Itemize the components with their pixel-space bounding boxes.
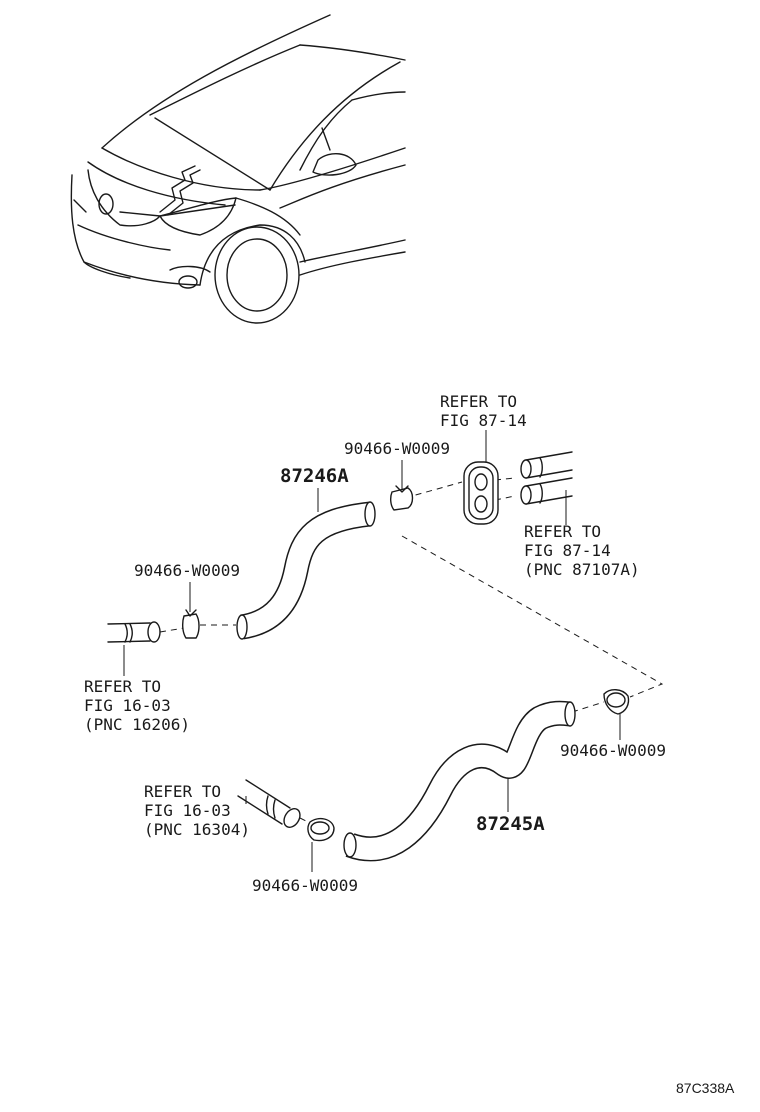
clamp-label-lower-left: 90466-W0009 <box>252 876 358 895</box>
ref-upper-inlet-line3: (PNC 16206) <box>84 715 190 734</box>
lower-inlet-pipe <box>237 779 301 828</box>
leader-lines <box>123 430 664 872</box>
clamp-upper-left <box>181 609 200 639</box>
ref-grommet-line2: FIG 87-14 <box>440 411 527 430</box>
labels: REFER TO FIG 87-14 90466-W0009 87246A RE… <box>84 392 735 1096</box>
clamp-label-upper-right: 90466-W0009 <box>344 439 450 458</box>
ref-lower-inlet-line3: (PNC 16304) <box>144 820 250 839</box>
ref-pipes-line3: (PNC 87107A) <box>524 560 640 579</box>
vehicle-illustration <box>70 14 406 324</box>
ref-pipes-line1: REFER TO <box>524 522 601 541</box>
ref-upper-inlet-line2: FIG 16-03 <box>84 696 171 715</box>
clamp-upper-right <box>389 485 414 511</box>
ref-lower-inlet-line1: REFER TO <box>144 782 221 801</box>
clamp-lower-right <box>603 689 630 715</box>
ref-lower-inlet-line2: FIG 16-03 <box>144 801 231 820</box>
clamp-label-lower-right: 90466-W0009 <box>560 741 666 760</box>
figure-code: 87C338A <box>676 1080 735 1096</box>
hose-87246a <box>236 501 376 640</box>
ref-grommet-line1: REFER TO <box>440 392 517 411</box>
upper-inlet-pipe <box>107 621 161 643</box>
cooler-pipes <box>520 451 573 505</box>
clamp-label-upper-left: 90466-W0009 <box>134 561 240 580</box>
grommet <box>463 461 499 525</box>
ref-upper-inlet-line1: REFER TO <box>84 677 161 696</box>
ref-pipes-line2: FIG 87-14 <box>524 541 611 560</box>
hose-87245a <box>343 700 576 862</box>
part-label-hose-upper: 87246A <box>280 465 349 487</box>
part-label-hose-lower: 87245A <box>476 813 545 835</box>
clamp-lower-left <box>307 817 335 842</box>
